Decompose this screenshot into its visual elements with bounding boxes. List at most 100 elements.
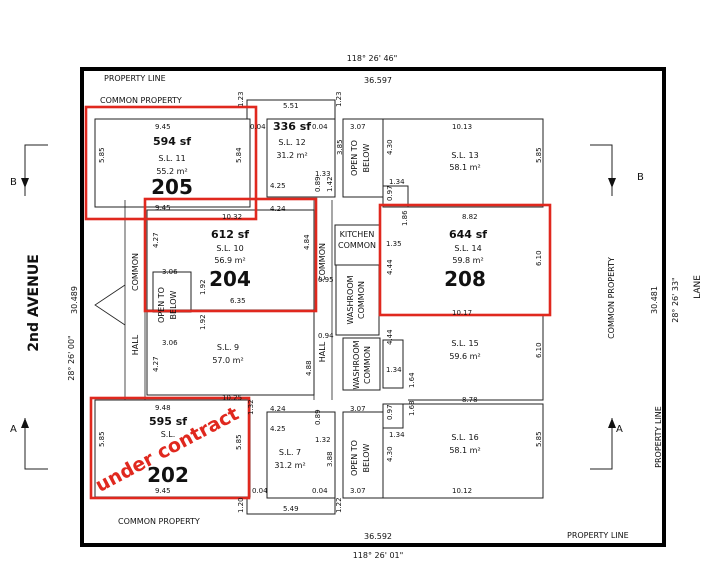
dim-label: 4.84 — [303, 234, 311, 250]
bearing-right: 28° 26' 33" — [671, 277, 680, 323]
dim-label: 5.85 — [98, 147, 106, 163]
bearing-bottom: 118° 26' 01" — [353, 551, 404, 560]
lot-sl-13: S.L. 13 58.1 m² — [449, 151, 480, 172]
dim-label: 6.10 — [535, 342, 543, 358]
dim-label: 1.33 — [315, 170, 331, 178]
lot-sl-15: S.L. 15 59.6 m² — [449, 339, 480, 361]
dim-label: 5.51 — [283, 102, 299, 110]
open-to-below-204: OPEN TO BELOW — [157, 287, 178, 323]
dim-bottom: 36.592 — [364, 532, 392, 541]
washroom-common-text: COMMON — [357, 281, 366, 319]
unit-208-highlight[interactable] — [378, 203, 552, 317]
dim-label: 6.10 — [535, 250, 543, 266]
below-label: BELOW — [362, 143, 371, 172]
unit-205: 594 sf S.L. 11 55.2 m² 205 — [151, 135, 193, 199]
dim-label: 1.42 — [326, 176, 334, 192]
dim-label: 0.94 — [318, 332, 334, 340]
dim-label: 0.04 — [312, 123, 328, 131]
lot-sqft: 336 sf — [273, 120, 311, 133]
dim-label: 5.85 — [535, 431, 543, 447]
dim-label: 1.23 — [335, 91, 343, 107]
lot-strata-lot: S.L. 12 — [278, 138, 305, 147]
dim-label: 5.85 — [535, 147, 543, 163]
dim-label: 0.04 — [250, 123, 266, 131]
unit-205-highlight[interactable] — [84, 105, 258, 221]
dim-label: 1.34 — [389, 431, 405, 439]
unit-area: 55.2 m² — [156, 167, 187, 176]
common-label-left: COMMON — [131, 253, 140, 291]
dim-label: 4.24 — [270, 405, 286, 413]
section-label-a: A — [10, 424, 17, 435]
lot-strata-lot: S.L. 15 — [451, 339, 478, 348]
hall-label-center: HALL — [318, 341, 327, 362]
washroom-label: WASHROOM — [346, 275, 355, 324]
section-label-b: B — [637, 172, 644, 183]
dim-label: 4.24 — [270, 205, 286, 213]
dim-label: 4.25 — [270, 425, 286, 433]
common-property-bottom: COMMON PROPERTY — [118, 517, 200, 526]
hall-label-left: HALL — [131, 334, 140, 355]
lot-area: 58.1 m² — [449, 163, 480, 172]
lot-sl-16: S.L. 16 58.1 m² — [449, 433, 480, 455]
dim-label: 4.27 — [152, 356, 160, 372]
dim-label: 1.34 — [389, 178, 405, 186]
dim-label: 10.25 — [222, 394, 242, 402]
dim-label: 1.34 — [386, 366, 402, 374]
lot-sl-7: S.L. 7 31.2 m² — [274, 448, 305, 470]
bearing-top: 118° 26' 46" — [347, 54, 398, 63]
dim-label: 1.32 — [247, 399, 255, 415]
dim-label: 4.88 — [305, 360, 313, 376]
dim-label: 0.04 — [252, 487, 268, 495]
dim-label: 1.22 — [335, 497, 343, 513]
washroom-label: WASHROOM — [352, 340, 361, 389]
lot-strata-lot: S.L. 7 — [279, 448, 301, 457]
unit-204: 612 sf S.L. 10 56.9 m² 204 — [209, 228, 251, 291]
open-to-label: OPEN TO — [157, 287, 166, 323]
section-marker-b-right: B — [590, 144, 644, 196]
dim-label: 1.35 — [386, 240, 402, 248]
unit-strata-lot: S.L. 11 — [158, 154, 185, 163]
lot-area: 57.0 m² — [212, 356, 243, 365]
below-label: BELOW — [362, 443, 371, 472]
lot-sl-9: S.L. 9 57.0 m² — [212, 343, 243, 365]
kitchen-label: KITCHEN — [340, 230, 375, 239]
dim-label: 3.85 — [336, 139, 344, 155]
dim-label: 4.27 — [152, 232, 160, 248]
dim-label: 0.97 — [386, 404, 394, 420]
below-label: BELOW — [169, 290, 178, 319]
common-property-right: COMMON PROPERTY — [607, 257, 616, 339]
dim-label: 1.20 — [237, 497, 245, 513]
washroom-common-label: WASHROOM COMMON — [346, 275, 366, 324]
unit-204-highlight[interactable] — [143, 197, 318, 313]
common-label-center: COMMON — [318, 243, 327, 281]
lot-strata-lot: S.L. 9 — [217, 343, 239, 352]
lot-strata-lot: S.L. 16 — [451, 433, 478, 442]
unit-sqft: 595 sf — [149, 415, 187, 428]
washroom-common-text: COMMON — [363, 346, 372, 384]
dim-label: 5.85 — [98, 431, 106, 447]
dim-label: 10.32 — [222, 213, 242, 221]
dim-label: 3.07 — [350, 123, 366, 131]
dim-label: 10.17 — [452, 309, 472, 317]
dim-label: 8.78 — [462, 396, 478, 404]
section-label-b: B — [10, 177, 17, 188]
dim-label: 4.44 — [386, 329, 394, 345]
dim-label: 3.88 — [326, 451, 334, 467]
dim-label: 9.45 — [155, 204, 171, 212]
unit-strata-lot: S.L. 14 — [454, 244, 481, 253]
dim-label: 4.30 — [386, 446, 394, 462]
dim-label: 0.89 — [314, 409, 322, 425]
section-marker-a-right: A — [590, 418, 623, 470]
unit-202-highlight[interactable] — [89, 396, 251, 500]
unit-number: 204 — [209, 267, 251, 291]
dim-label: 9.48 — [155, 404, 171, 412]
unit-sqft: 594 sf — [153, 135, 191, 148]
dim-top: 36.597 — [364, 76, 392, 85]
lot-area: 58.1 m² — [449, 446, 480, 455]
unit-area: 56.9 m² — [214, 256, 245, 265]
bearing-left: 28° 26' 00" — [67, 335, 76, 381]
unit-number: 205 — [151, 175, 193, 199]
unit-area: 59.8 m² — [452, 256, 483, 265]
unit-number: 202 — [147, 463, 189, 487]
